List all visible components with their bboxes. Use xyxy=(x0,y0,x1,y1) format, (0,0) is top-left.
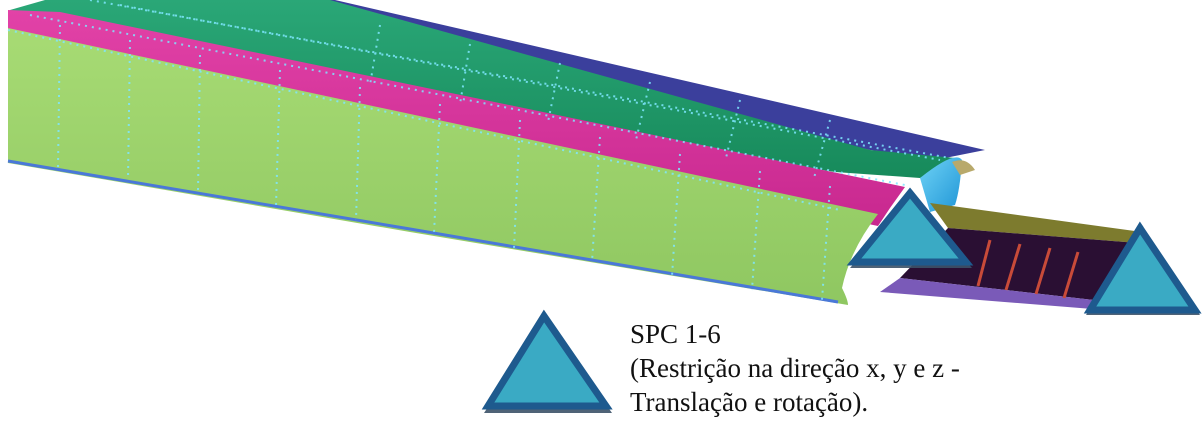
spc-constraint-marker-icon xyxy=(846,187,974,266)
wing-lower-surface xyxy=(8,28,878,305)
box-dark-interior xyxy=(900,228,1150,303)
constraint-legend-text: SPC 1-6 (Restrição na direção x, y e z -… xyxy=(630,317,960,419)
constraint-marker-box-tip xyxy=(1083,221,1202,315)
wing-box-extension xyxy=(880,203,1150,310)
legend-line-2: (Restrição na direção x, y e z - xyxy=(630,353,960,383)
wing-leading-edge xyxy=(7,159,839,304)
wing-tip-small-cap xyxy=(952,160,975,175)
wing-surface xyxy=(7,0,985,305)
legend-line-3: Translação e rotação). xyxy=(630,387,869,417)
constraint-marker-wing-root xyxy=(846,187,974,268)
box-lower-face xyxy=(880,278,1120,310)
wing-tip-fairing xyxy=(920,157,962,212)
box-ribs xyxy=(976,239,1080,299)
legend-line-1: SPC 1-6 xyxy=(630,319,721,349)
box-top-olive xyxy=(930,203,1150,244)
spc-constraint-marker-icon xyxy=(1083,221,1202,314)
wing-green-band xyxy=(10,0,955,178)
mesh-lines xyxy=(7,0,951,301)
spc-constraint-marker-icon xyxy=(481,309,613,410)
constraint-marker-legend xyxy=(481,309,613,413)
